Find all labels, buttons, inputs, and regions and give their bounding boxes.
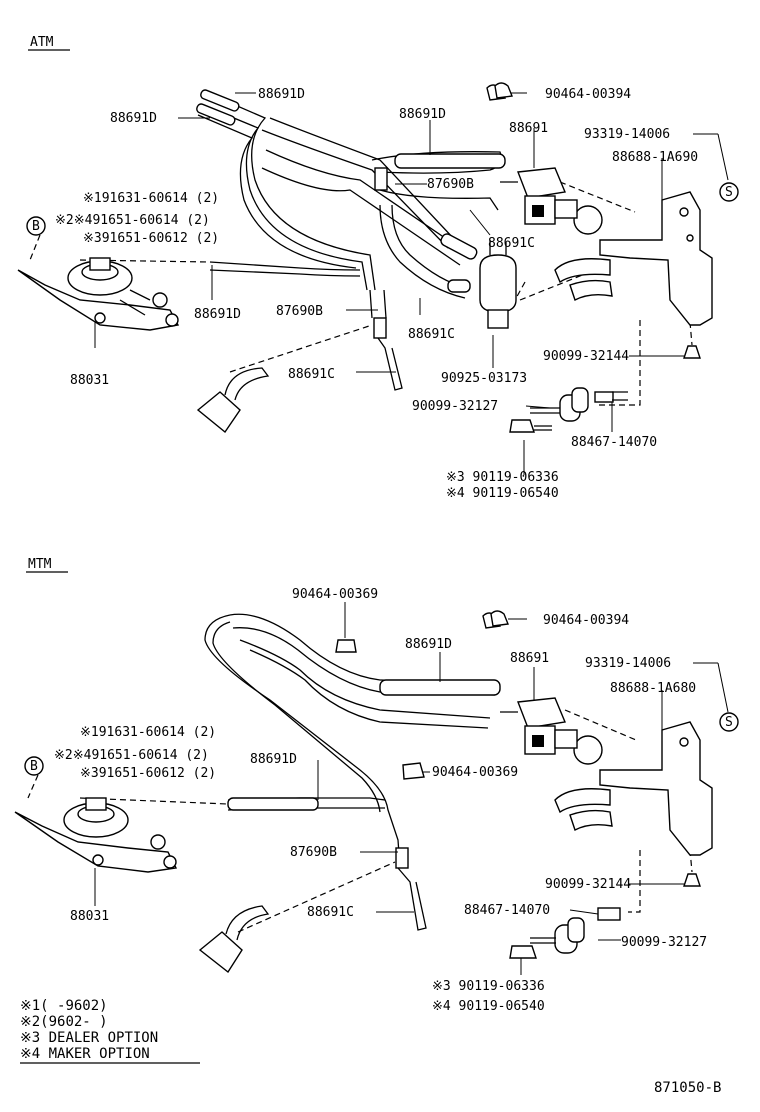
mtm-label-88467-14070: 88467-14070 [464, 903, 550, 918]
atm-b-circle-marker [26, 216, 46, 236]
atm-label-90464-00394: 90464-00394 [545, 87, 631, 102]
mtm-connector [198, 905, 270, 974]
mtm-label-88691d-b: 88691D [250, 752, 297, 767]
mtm-b-circle-marker [24, 756, 44, 776]
mtm-section: MTM [14, 557, 739, 1014]
legend-line-1: ※1( -9602) [20, 998, 108, 1014]
mtm-label-88688: 88688-1A680 [610, 681, 696, 696]
legend-line-3: ※3 DEALER OPTION [20, 1030, 158, 1046]
atm-label-90099-32127: 90099-32127 [412, 399, 498, 414]
atm-label-note2: ※2※491651-60614 (2) [55, 213, 210, 228]
atm-dashed-lines [29, 181, 693, 406]
mtm-label-90099-32127: 90099-32127 [621, 935, 707, 950]
atm-label-88688: 88688-1A690 [612, 150, 698, 165]
atm-connector [196, 367, 270, 434]
mtm-label-90464-00394: 90464-00394 [543, 613, 629, 628]
mtm-label-88031: 88031 [70, 909, 109, 924]
mtm-s-circle-label: S [725, 715, 733, 730]
mtm-heading: MTM [28, 557, 52, 572]
mtm-fasteners [509, 907, 621, 975]
atm-label-88691c-c: 88691C [288, 367, 335, 382]
atm-vsv-88691 [500, 167, 603, 235]
atm-label-88691d-a: 88691D [258, 87, 305, 102]
atm-label-88467-14070: 88467-14070 [571, 435, 657, 450]
mtm-bracket-88688 [554, 721, 713, 856]
atm-label-93319-14006: 93319-14006 [584, 127, 670, 142]
mtm-label-93319-14006: 93319-14006 [585, 656, 671, 671]
mtm-label-90099-32144: 90099-32144 [545, 877, 631, 892]
mtm-label-88691: 88691 [510, 651, 549, 666]
mtm-label-90464-00369-a: 90464-00369 [292, 587, 378, 602]
atm-heading: ATM [30, 35, 54, 50]
mtm-label-note2: ※2※491651-60614 (2) [54, 748, 209, 763]
mtm-label-88691d-a: 88691D [405, 637, 452, 652]
atm-label-88691c-a: 88691C [488, 236, 535, 251]
atm-leaders [94, 92, 729, 475]
atm-vacuum-switch-90925 [479, 240, 517, 329]
atm-label-87690b-b: 87690B [276, 304, 323, 319]
atm-section: ATM [17, 35, 739, 501]
atm-label-88691d-b: 88691D [110, 111, 157, 126]
atm-label-88691d-c: 88691D [399, 107, 446, 122]
mtm-label-87690b: 87690B [290, 845, 337, 860]
mtm-label-note1: ※191631-60614 (2) [80, 725, 216, 740]
mtm-label-88691c: 88691C [307, 905, 354, 920]
atm-label-88031: 88031 [70, 373, 109, 388]
atm-label-88691c-b: 88691C [408, 327, 455, 342]
mtm-label-note3: ※391651-60612 (2) [80, 766, 216, 781]
atm-b-circle-label: B [32, 219, 40, 234]
atm-hose-bundle [196, 89, 506, 391]
mtm-s-circle-marker [719, 712, 739, 732]
mtm-label-90464-00369-b: 90464-00369 [432, 765, 518, 780]
mtm-label-90119-06540: ※4 90119-06540 [432, 999, 545, 1014]
mtm-clips [335, 610, 701, 887]
atm-label-88691: 88691 [509, 121, 548, 136]
legend-line-2: ※2(9602- ) [20, 1014, 108, 1030]
atm-s-circle-marker [719, 182, 739, 202]
atm-vacuum-modulator-88031 [17, 257, 180, 331]
atm-label-90119-06336: ※3 90119-06336 [446, 470, 559, 485]
atm-fasteners [486, 82, 701, 433]
mtm-hose-loop [204, 613, 501, 931]
atm-s-circle-label: S [725, 185, 733, 200]
atm-label-note1: ※191631-60614 (2) [83, 191, 219, 206]
mtm-b-circle-label: B [30, 759, 38, 774]
mtm-leaders [94, 602, 729, 941]
mtm-vacuum-modulator-88031 [14, 797, 178, 873]
atm-bracket-88688 [554, 191, 713, 326]
atm-label-87690b-a: 87690B [427, 177, 474, 192]
atm-label-88691d-d: 88691D [194, 307, 241, 322]
figure-code: 871050-B [654, 1080, 721, 1096]
atm-label-90119-06540: ※4 90119-06540 [446, 486, 559, 501]
atm-label-90925-03173: 90925-03173 [441, 371, 527, 386]
mtm-label-90119-06336: ※3 90119-06336 [432, 979, 545, 994]
legend: ※1( -9602) ※2(9602- ) ※3 DEALER OPTION ※… [20, 998, 200, 1064]
mtm-vsv-88691 [500, 697, 603, 765]
atm-label-note3: ※391651-60612 (2) [83, 231, 219, 246]
legend-line-4: ※4 MAKER OPTION [20, 1046, 150, 1062]
mtm-dashed-lines [27, 709, 693, 933]
atm-label-90099-32144: 90099-32144 [543, 349, 629, 364]
